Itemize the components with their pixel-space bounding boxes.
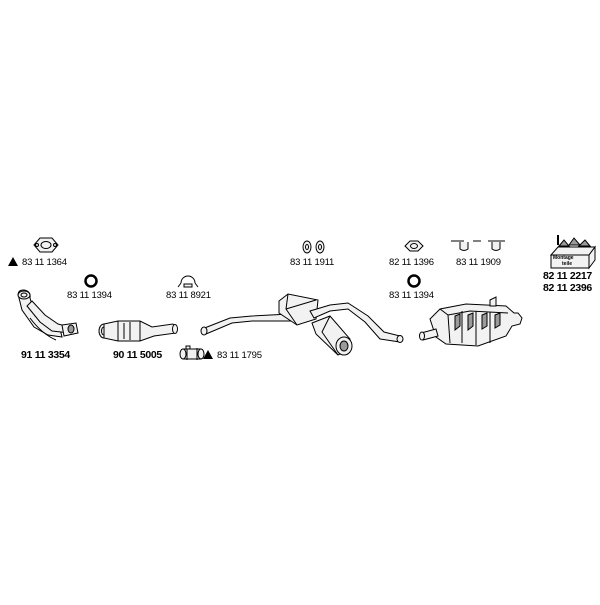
kit-box-label-2: teile [562, 261, 573, 267]
seal-ring-right-drawing [407, 274, 421, 288]
rear-silencer-drawing [419, 296, 523, 347]
clamp-drawing [177, 275, 199, 288]
kit-box-label-1: Montage [553, 255, 574, 261]
part-number-83111394-left: 83 11 1394 [67, 290, 112, 301]
rubber-hangers-drawing [302, 240, 325, 254]
oval-gasket-drawing [404, 240, 424, 252]
exhaust-hangers-drawing [451, 240, 505, 251]
part-number-83111909: 83 11 1909 [456, 257, 501, 268]
mounting-kit-box-drawing [549, 235, 596, 270]
sleeve-clamps-drawing [179, 345, 205, 360]
seal-ring-left-drawing [84, 274, 98, 288]
part-number-83111364: 83 11 1364 [22, 257, 67, 268]
catalytic-converter-drawing [98, 320, 178, 342]
part-number-83111795: 83 11 1795 [217, 350, 262, 361]
warning-icon-1364 [8, 257, 18, 266]
middle-silencer-drawing [200, 293, 404, 356]
part-number-82111396: 82 11 1396 [389, 257, 434, 268]
part-number-83118921: 83 11 8921 [166, 290, 211, 301]
part-number-82112396: 82 11 2396 [543, 282, 592, 294]
part-number-91113354: 91 11 3354 [21, 349, 70, 361]
part-number-90115005: 90 11 5005 [113, 349, 162, 361]
part-number-83111394-right: 83 11 1394 [389, 290, 434, 301]
part-number-83111911: 83 11 1911 [290, 257, 335, 268]
front-pipe-drawing [17, 289, 79, 341]
part-number-82112217: 82 11 2217 [543, 270, 592, 282]
warning-icon-1795 [203, 350, 213, 359]
flange-gasket-drawing [33, 237, 59, 253]
